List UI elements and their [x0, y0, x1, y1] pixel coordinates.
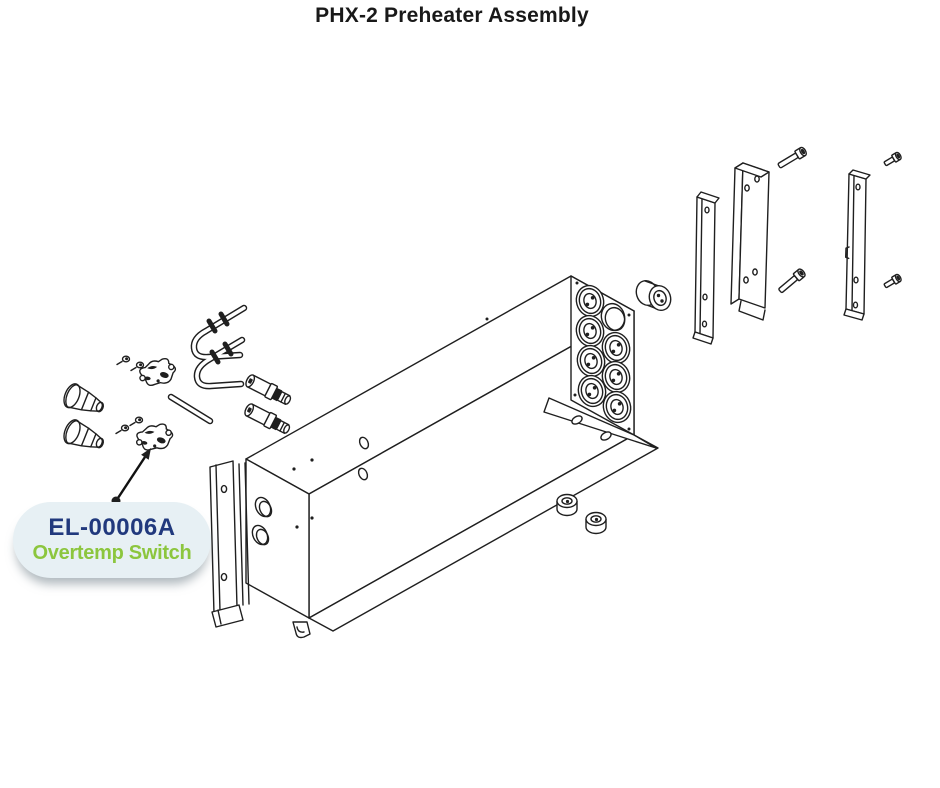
- callout-arrow: [111, 448, 151, 506]
- inline-fittings: [242, 371, 294, 438]
- overtemp-switch-part-lower: [134, 422, 175, 452]
- long-cap-screws: [775, 145, 809, 296]
- bottom-flange-band: [543, 397, 657, 449]
- overtemp-switch-part-upper: [137, 356, 178, 388]
- hook-tab: [292, 621, 311, 639]
- part-number: EL-00006A: [48, 514, 176, 542]
- bottom-grommets: [556, 493, 607, 535]
- preheater-core-box: [245, 275, 659, 639]
- base-tray-edge: [308, 434, 659, 632]
- mounting-bracket-right: [843, 169, 871, 321]
- knob-plugs: [60, 380, 109, 457]
- small-screw-bits: [115, 355, 145, 435]
- port-grommet: [635, 279, 672, 312]
- mounting-bracket-left: [692, 191, 720, 345]
- page-title: PHX-2 Preheater Assembly: [315, 4, 589, 27]
- tube-fittings-assembly: [167, 304, 248, 425]
- mounting-bracket-middle: [730, 162, 770, 321]
- part-name: Overtemp Switch: [32, 541, 192, 564]
- part-callout: EL-00006A Overtemp Switch: [13, 502, 211, 578]
- left-mounting-plate: [209, 460, 250, 628]
- short-cap-screws: [882, 150, 903, 291]
- port-boss-face: [572, 281, 635, 431]
